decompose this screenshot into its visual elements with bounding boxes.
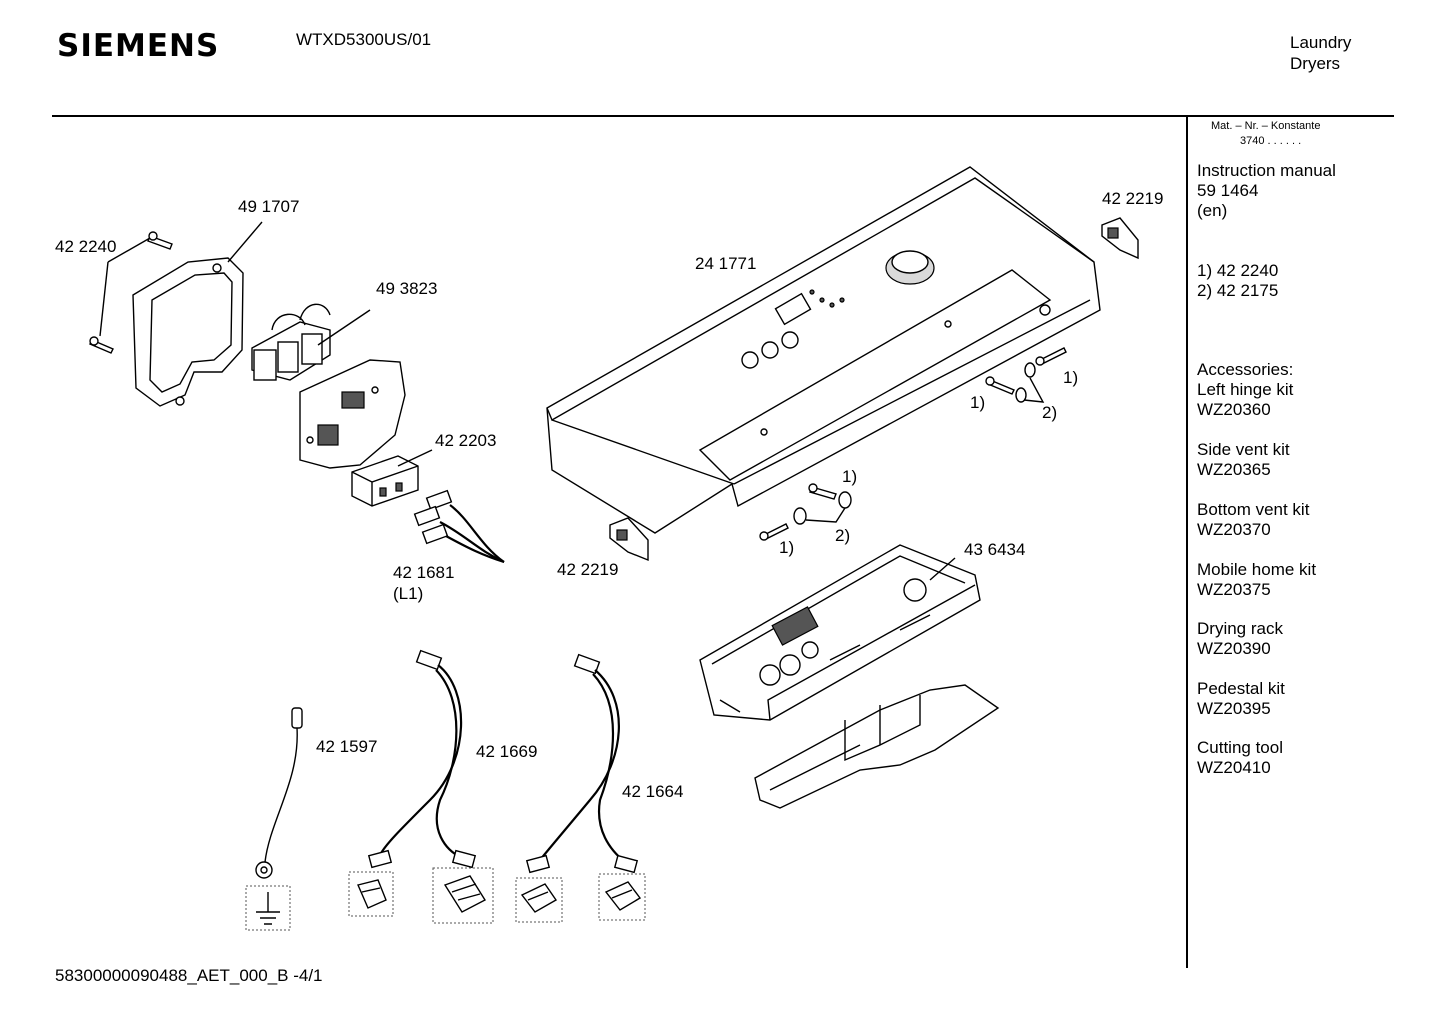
- product-category: Laundry Dryers: [1290, 32, 1351, 74]
- part-label: 42 1664: [622, 782, 683, 801]
- instruction-number: 59 1464: [1197, 181, 1259, 200]
- accessory-left-hinge: Accessories: Left hinge kit WZ20360: [1197, 360, 1293, 420]
- accessory-name: Bottom vent kit: [1197, 500, 1310, 519]
- part-label: 42 2219: [557, 560, 618, 579]
- part-label: 49 3823: [376, 279, 437, 298]
- cover-box-part: [132, 257, 244, 407]
- accessory-name: Mobile home kit: [1197, 560, 1317, 579]
- part-label: 42 1669: [476, 742, 537, 761]
- footnote-block: 1) 42 2240 2) 42 2175: [1197, 261, 1278, 301]
- accessory-code: WZ20365: [1197, 460, 1271, 479]
- accessory-code: WZ20410: [1197, 758, 1271, 777]
- washer-part: [793, 507, 807, 525]
- sidebar-divider: [1186, 116, 1188, 968]
- part-label: 43 6434: [964, 540, 1025, 559]
- relay-block-part: [251, 303, 371, 381]
- washer-part: [838, 491, 852, 509]
- instruction-language: (en): [1197, 201, 1228, 220]
- screw-part: [89, 336, 114, 354]
- screw-part: [759, 523, 789, 541]
- footnote-marker: 1): [1063, 368, 1078, 387]
- part-label: 42 2240: [55, 237, 116, 256]
- category-line-1: Laundry: [1290, 33, 1352, 52]
- footnote-2: 2) 42 2175: [1197, 281, 1279, 300]
- accessory-mobile-home: Mobile home kit WZ20375: [1197, 560, 1316, 600]
- exploded-parts-diagram: 49 1707 42 2240 49 3823 42 2203 42 1681 …: [55, 166, 1163, 931]
- screw-part: [147, 231, 173, 250]
- instruction-title: Instruction manual: [1197, 161, 1336, 180]
- footnote-marker: 1): [842, 467, 857, 486]
- accessory-name: Side vent kit: [1197, 440, 1290, 459]
- part-label: 24 1771: [695, 254, 756, 273]
- connector-symbol: [432, 867, 494, 924]
- footnote-marker: 2): [1042, 403, 1057, 422]
- accessory-name: Cutting tool: [1197, 738, 1283, 757]
- category-line-2: Dryers: [1290, 54, 1341, 73]
- footnote-marker: 1): [970, 393, 985, 412]
- washer-part: [1015, 387, 1027, 403]
- accessory-side-vent: Side vent kit WZ20365: [1197, 440, 1290, 480]
- footnote-marker: 2): [835, 526, 850, 545]
- mat-label: Mat. – Nr. – Konstante: [1211, 120, 1321, 132]
- ground-symbol: [245, 885, 291, 931]
- footnote-marker: 1): [779, 538, 794, 557]
- mounting-plate-part: [299, 359, 406, 469]
- connector-symbol: [515, 877, 563, 923]
- accessory-cutting-tool: Cutting tool WZ20410: [1197, 738, 1283, 778]
- connector-symbol: [598, 873, 646, 921]
- accessory-name: Pedestal kit: [1197, 679, 1285, 698]
- accessories-heading: Accessories:: [1197, 360, 1294, 379]
- screw-part: [985, 376, 1015, 395]
- model-number: WTXD5300US/01: [296, 30, 432, 49]
- accessory-name: Drying rack: [1197, 619, 1283, 638]
- instruction-block: Instruction manual 59 1464 (en): [1197, 161, 1336, 221]
- part-label: 42 2203: [435, 431, 496, 450]
- part-label: 42 2219: [1102, 189, 1163, 208]
- part-label: 49 1707: [238, 197, 299, 216]
- accessory-name: Left hinge kit: [1197, 380, 1294, 399]
- hinge-bracket-part: [1101, 217, 1139, 260]
- accessory-drying-rack: Drying rack WZ20390: [1197, 619, 1283, 659]
- part-label: 42 1681: [393, 563, 454, 582]
- accessory-code: WZ20360: [1197, 400, 1271, 419]
- part-label: (L1): [393, 584, 423, 603]
- accessory-pedestal: Pedestal kit WZ20395: [1197, 679, 1285, 719]
- mat-value: 3740 . . . . . .: [1240, 135, 1302, 147]
- accessory-code: WZ20370: [1197, 520, 1271, 539]
- cable-assembly-part: [367, 649, 477, 869]
- accessory-code: WZ20375: [1197, 580, 1271, 599]
- hinge-bracket-part: [609, 517, 649, 562]
- console-panel-part: [546, 166, 1101, 534]
- wire-harness-part: [413, 489, 505, 564]
- document-code: 58300000090488_AET_000_B -4/1: [55, 966, 323, 985]
- ground-wire-part: [255, 707, 303, 879]
- screw-part: [1035, 347, 1067, 366]
- control-frame-part: [754, 684, 1000, 809]
- siemens-logo: SIEMENS: [57, 28, 220, 64]
- cable-assembly-part: [525, 653, 639, 874]
- relay-part: [351, 449, 433, 507]
- header-divider: [52, 115, 1394, 117]
- accessory-bottom-vent: Bottom vent kit WZ20370: [1197, 500, 1309, 540]
- screw-part: [808, 483, 837, 500]
- connector-symbol: [348, 871, 394, 917]
- washer-part: [1024, 362, 1036, 378]
- accessory-code: WZ20395: [1197, 699, 1271, 718]
- part-label: 42 1597: [316, 737, 377, 756]
- footnote-1: 1) 42 2240: [1197, 261, 1279, 280]
- accessory-code: WZ20390: [1197, 639, 1271, 658]
- control-board-part: [699, 544, 981, 721]
